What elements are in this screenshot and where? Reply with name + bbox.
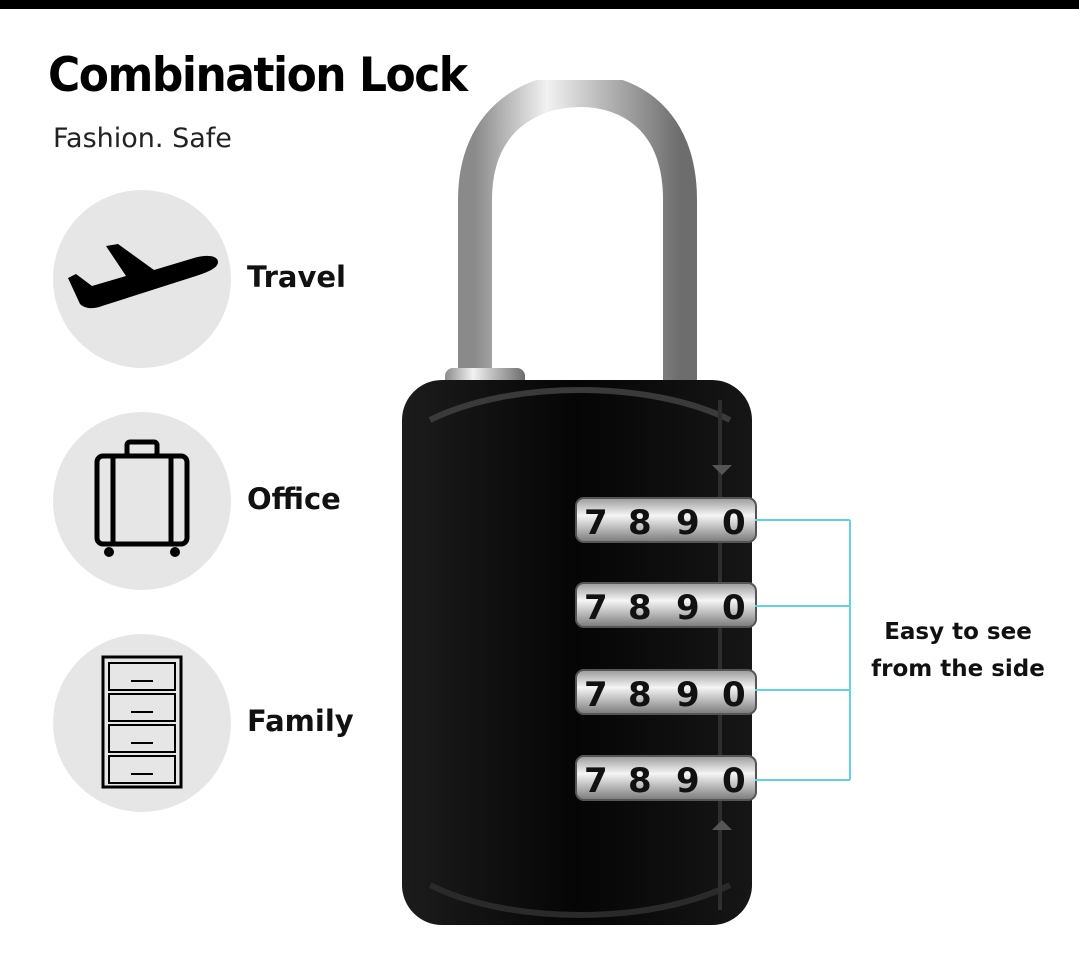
dial1-digit-2: 8 [628, 503, 652, 543]
dial3-digit-1: 7 [584, 675, 608, 715]
feature-travel-label: Travel [247, 260, 346, 294]
dial1-digit-1: 7 [584, 503, 608, 543]
dial4-digit-4: 0 [722, 761, 746, 801]
callout-line-2: from the side [871, 656, 1045, 682]
dial3-digit-2: 8 [628, 675, 652, 715]
suitcase-icon [94, 439, 190, 557]
feature-family: Family [53, 634, 373, 812]
dial4-digit-1: 7 [584, 761, 608, 801]
dial2-digit-4: 0 [722, 588, 746, 628]
lock-body [402, 380, 752, 925]
feature-travel-circle [53, 190, 231, 368]
feature-office-circle [53, 412, 231, 590]
callout-bracket [755, 519, 851, 781]
feature-family-label: Family [247, 704, 354, 738]
page-subtitle: Fashion. Safe [53, 123, 232, 154]
feature-office-label: Office [247, 482, 341, 516]
feature-office: Office [53, 412, 373, 590]
lock-dials: 7 8 9 0 7 8 9 0 7 8 9 0 7 8 [575, 497, 757, 801]
dial1-digit-3: 9 [676, 503, 700, 543]
feature-family-circle [53, 634, 231, 812]
dial3-digit-4: 0 [722, 675, 746, 715]
side-view-callout: Easy to see from the side [858, 614, 1058, 688]
callout-line-1: Easy to see [884, 619, 1032, 645]
dial2-digit-3: 9 [676, 588, 700, 628]
padlock-drawing: 7 8 9 0 7 8 9 0 7 8 9 0 7 8 [402, 72, 757, 925]
lock-shackle [458, 72, 697, 390]
filing-cabinet-icon [101, 655, 183, 789]
combination-lock-image: 7 8 9 0 7 8 9 0 7 8 9 0 7 8 [390, 72, 770, 940]
page-title: Combination Lock [48, 48, 468, 104]
dial4-digit-2: 8 [628, 761, 652, 801]
feature-travel: Travel [53, 190, 373, 368]
dial1-digit-4: 0 [722, 503, 746, 543]
dial2-digit-2: 8 [628, 588, 652, 628]
dial2-digit-1: 7 [584, 588, 608, 628]
dial3-digit-3: 9 [676, 675, 700, 715]
airplane-icon [68, 244, 218, 309]
dial4-digit-3: 9 [676, 761, 700, 801]
top-bar [0, 0, 1079, 9]
